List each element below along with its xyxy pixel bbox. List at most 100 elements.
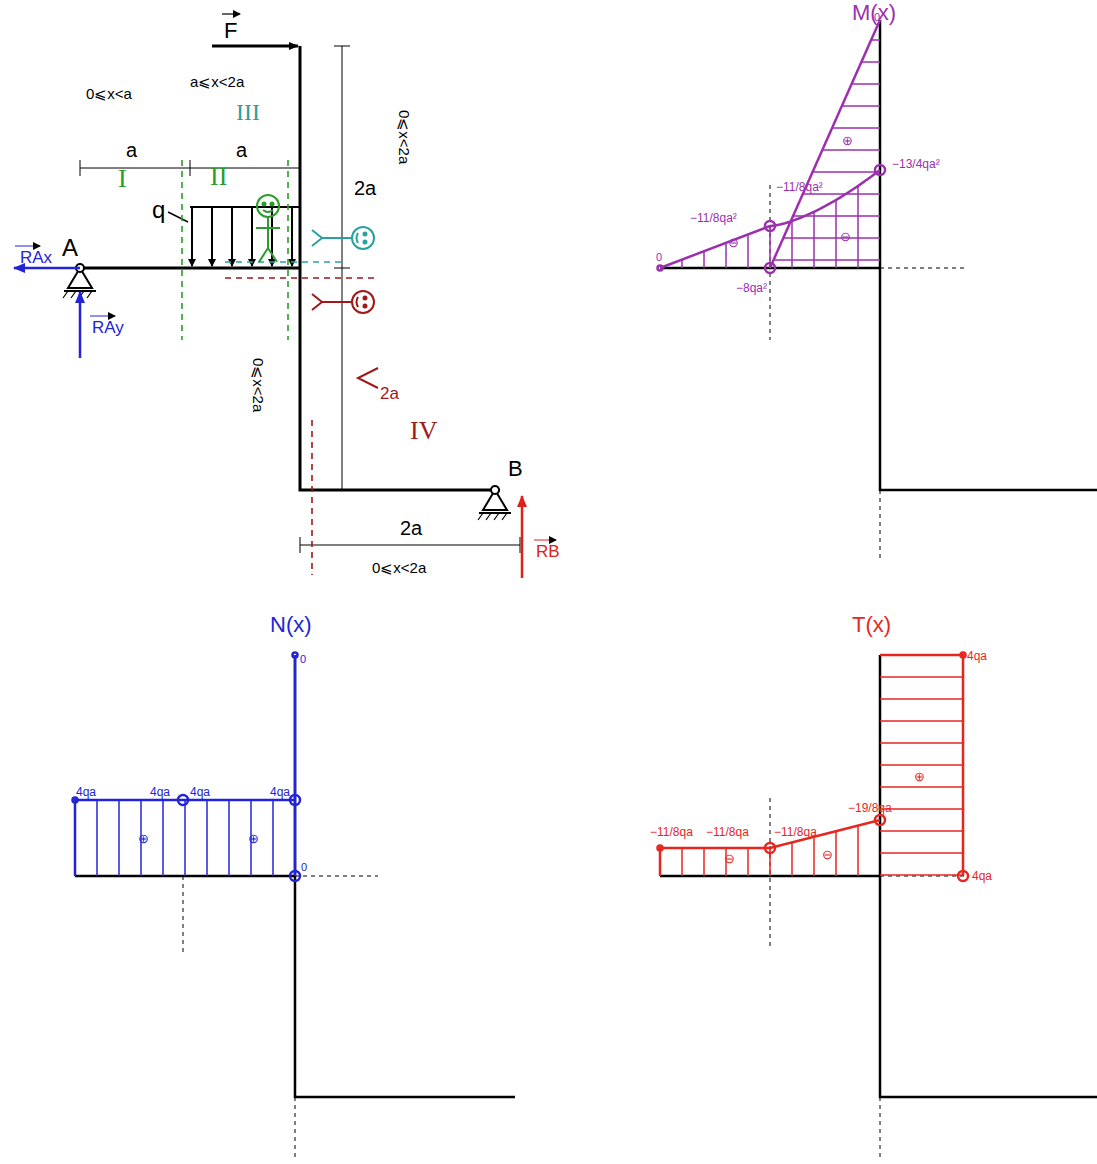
diagram-label: 0⩽x<2a bbox=[251, 358, 266, 412]
diagram-label: 2a bbox=[354, 178, 376, 198]
hatch-stroke bbox=[747, 848, 749, 876]
hatch-stroke bbox=[725, 243, 727, 268]
diagram-label: ⊖ bbox=[724, 852, 735, 865]
diagram-label: ⊖ bbox=[728, 236, 739, 249]
hatch-stroke bbox=[832, 127, 880, 129]
diagram-label: −11/8qa² bbox=[776, 181, 823, 193]
diagram-label: −11/8qa bbox=[774, 826, 817, 838]
hatch-stroke bbox=[681, 848, 683, 876]
diagram-label: 4qa bbox=[967, 650, 987, 662]
hatch-stroke bbox=[861, 61, 880, 63]
diagram-label: ⊖ bbox=[840, 230, 851, 243]
diagram-label: B bbox=[508, 458, 523, 480]
diagram-label: N(x) bbox=[270, 614, 312, 636]
diagram-label: RAy bbox=[92, 319, 124, 336]
hatch-stroke bbox=[880, 808, 963, 810]
diagram-label: 4qa bbox=[270, 786, 290, 798]
diagram-label: 0⩽x<2a bbox=[372, 560, 426, 575]
vector-mark bbox=[222, 13, 240, 14]
hatch-stroke bbox=[852, 83, 880, 85]
diagram-label: T(x) bbox=[852, 614, 891, 636]
shear-force-plot bbox=[658, 653, 969, 882]
diagram-label: III bbox=[236, 100, 260, 124]
diagram-label: q bbox=[152, 198, 165, 222]
hatch-stroke bbox=[822, 149, 880, 151]
hatch-stroke bbox=[842, 105, 880, 107]
section-cuts bbox=[182, 160, 375, 575]
hatch-stroke bbox=[835, 200, 837, 268]
diagram-label: I bbox=[118, 166, 127, 192]
diagram-label: 0⩽x<2a bbox=[397, 110, 412, 164]
diagram-label: II bbox=[210, 164, 227, 190]
hatch-stroke bbox=[857, 186, 859, 268]
diagram-label: a⩽x<2a bbox=[190, 74, 244, 89]
vector-mark bbox=[534, 540, 556, 541]
hatch-stroke bbox=[703, 848, 705, 876]
diagram-label: a bbox=[126, 140, 137, 160]
observer-figures bbox=[256, 195, 378, 388]
diagram-label: 4qa bbox=[190, 786, 210, 798]
diagram-label: −11/8qa bbox=[706, 826, 749, 838]
hatch-stroke bbox=[791, 221, 793, 268]
hatch-stroke bbox=[880, 720, 963, 722]
hatch-stroke bbox=[880, 764, 963, 766]
hatch-stroke bbox=[228, 800, 230, 876]
hatch-stroke bbox=[835, 831, 837, 876]
diagram-label: IV bbox=[410, 418, 437, 444]
distributed-load bbox=[168, 207, 300, 266]
hatch-stroke bbox=[162, 800, 164, 876]
diagram-label: 0 bbox=[874, 12, 880, 23]
hatch-stroke bbox=[857, 826, 859, 876]
diagram-label: 0⩽x<a bbox=[86, 86, 132, 101]
hatch-stroke bbox=[880, 874, 963, 876]
diagram-label: 2a bbox=[400, 518, 422, 538]
diagram-label: a bbox=[236, 140, 247, 160]
hatch-stroke bbox=[96, 800, 98, 876]
hatch-stroke bbox=[769, 226, 771, 268]
diagram-label: 0 bbox=[301, 862, 307, 873]
hatch-stroke bbox=[880, 698, 963, 700]
diagram-label: 0 bbox=[300, 654, 306, 665]
frame bbox=[80, 46, 500, 490]
diagram-label: F bbox=[224, 20, 237, 42]
diagram-label: ⊖ bbox=[822, 848, 833, 861]
dimension-lines bbox=[80, 46, 520, 553]
diagram-label: RB bbox=[536, 543, 560, 560]
hatching bbox=[682, 677, 963, 876]
hatch-stroke bbox=[783, 237, 880, 239]
diagram-label: 4qa bbox=[76, 786, 96, 798]
diagram-label: −11/8qa² bbox=[690, 212, 737, 224]
dashed-guides bbox=[183, 185, 965, 1160]
diagram-label: −13/4qa² bbox=[892, 158, 940, 170]
vector-mark bbox=[15, 246, 40, 247]
diagram-label: 4qa bbox=[972, 870, 992, 882]
hatch-stroke bbox=[703, 251, 705, 268]
hatch-stroke bbox=[880, 742, 963, 744]
vector-mark bbox=[90, 316, 115, 317]
normal-force-plot bbox=[73, 653, 301, 882]
diagram-label: ⊕ bbox=[138, 832, 149, 845]
hatch-stroke bbox=[880, 676, 963, 678]
reaction-arrow bbox=[521, 496, 524, 578]
diagram-label: RAx bbox=[20, 249, 52, 266]
diagram-label: ⊕ bbox=[914, 770, 925, 783]
diagram-label: −11/8qa bbox=[650, 826, 693, 838]
hatching bbox=[97, 800, 273, 876]
force-arrow bbox=[212, 45, 298, 48]
hatching bbox=[682, 40, 880, 268]
hatch-stroke bbox=[747, 234, 749, 268]
diagram-label: ⊕ bbox=[842, 134, 853, 147]
reaction-arrow bbox=[14, 267, 80, 270]
diagram-label: 2a bbox=[380, 385, 399, 402]
diagram-label: 0 bbox=[656, 252, 662, 263]
hatch-stroke bbox=[206, 800, 208, 876]
diagram-label: M(x) bbox=[852, 2, 896, 24]
reaction-arrow bbox=[79, 292, 82, 358]
hatch-stroke bbox=[803, 193, 880, 195]
hatch-stroke bbox=[813, 171, 880, 173]
pin-supports bbox=[63, 264, 511, 520]
hatch-stroke bbox=[184, 800, 186, 876]
diagram-label: 4qa bbox=[150, 786, 170, 798]
